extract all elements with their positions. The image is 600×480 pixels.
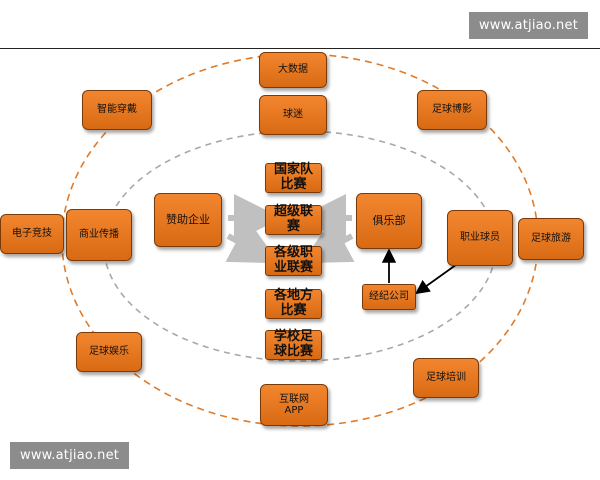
node-super-league: 超级联赛 [265,204,322,235]
node-internet-app: 互联网APP [260,384,328,426]
top-divider [0,48,600,49]
node-big-data: 大数据 [259,52,327,88]
node-agency: 经纪公司 [362,284,416,310]
node-sponsor: 赞助企业 [154,193,222,247]
club-arrows [298,194,355,264]
node-pro-leagues: 各级职业联赛 [265,245,322,276]
node-esports: 电子竞技 [0,214,64,254]
node-local-matches: 各地方比赛 [265,288,322,319]
watermark-top: www.atjiao.net [468,12,588,39]
node-pro-players: 职业球员 [447,210,513,266]
node-football-travel: 足球旅游 [518,218,584,260]
node-smart-wear: 智能穿戴 [82,90,152,130]
node-school-matches: 学校足球比赛 [265,329,322,360]
node-football-film: 足球博影 [417,90,487,130]
node-football-entertainment: 足球娱乐 [76,332,142,372]
node-national-team: 国家队比赛 [265,162,322,193]
watermark-bottom: www.atjiao.net [10,442,130,469]
node-club: 俱乐部 [356,193,422,249]
sponsor-arrows [225,194,282,264]
players-to-agency-arrow [415,261,461,295]
node-football-training: 足球培训 [413,358,479,398]
node-fans: 球迷 [259,95,327,135]
node-business-media: 商业传播 [66,209,132,261]
